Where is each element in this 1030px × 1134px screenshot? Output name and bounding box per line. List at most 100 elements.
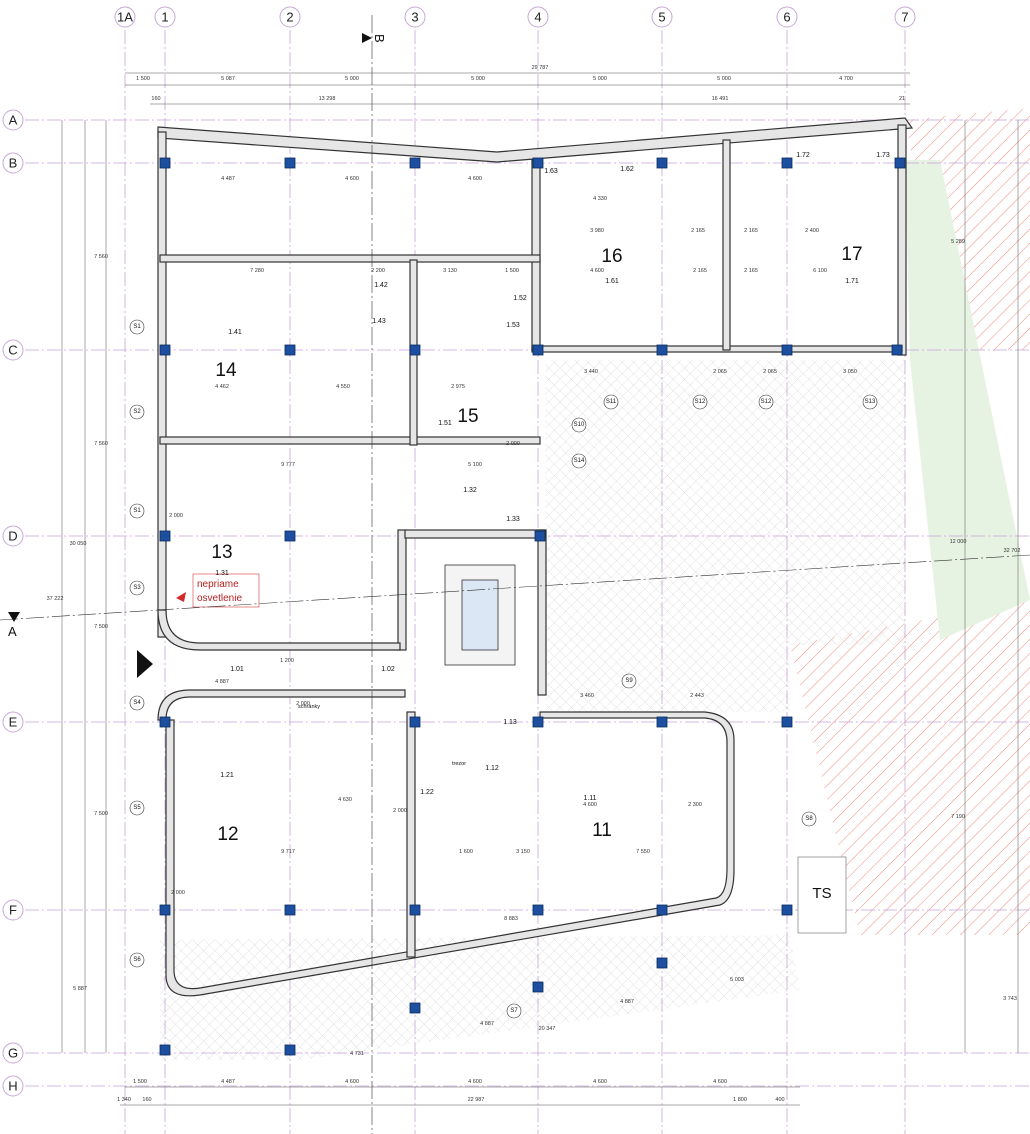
tag-circle — [758, 394, 774, 410]
dimension-text: 9 717 — [281, 849, 295, 855]
dimension-text: 1 500 — [133, 1079, 147, 1085]
room-code-1.43: 1.43 — [372, 318, 386, 325]
wall-core-top — [404, 529, 546, 539]
column-7 — [159, 344, 171, 356]
dimension-text: 2 165 — [744, 228, 758, 234]
column-29 — [532, 981, 544, 993]
grid-label-E: E — [9, 715, 18, 730]
grid-label-1A: 1A — [117, 10, 133, 25]
room-code-1.31: 1.31 — [215, 570, 229, 577]
dimension-text: 160 — [142, 1097, 151, 1103]
wall-row-14 — [159, 254, 541, 263]
grid-label-C: C — [8, 343, 17, 358]
tag-circle — [129, 952, 145, 968]
tag-circle — [129, 404, 145, 420]
grid-label-B: B — [9, 156, 18, 171]
dimension-text: 22 987 — [468, 1097, 485, 1103]
dimension-text: 1 500 — [136, 76, 150, 82]
note-line-2: osvetlenie — [197, 593, 242, 604]
dimension-text: 5 100 — [468, 462, 482, 468]
tag-label-S12: S12 — [695, 399, 706, 405]
column-22 — [159, 904, 171, 916]
dimension-text: 7 560 — [94, 254, 108, 260]
column-30 — [656, 957, 668, 969]
room-code-1.53: 1.53 — [506, 322, 520, 329]
tag-circle — [129, 503, 145, 519]
dimension-text: 2 300 — [688, 802, 702, 808]
room-code-1.52: 1.52 — [513, 295, 527, 302]
dimension-text: 20 347 — [539, 1026, 556, 1032]
column-26 — [656, 904, 668, 916]
grid-label-H: H — [8, 1079, 17, 1094]
stair-well — [461, 579, 499, 651]
dimension-text: 5 000 — [717, 76, 731, 82]
grid-label-G: G — [8, 1046, 18, 1061]
tag-circle — [129, 695, 145, 711]
tag-circle — [571, 453, 587, 469]
grid-bubble-E — [2, 711, 24, 733]
column-4 — [656, 157, 668, 169]
section-b-label: B — [372, 34, 387, 43]
dimension-text: 4 487 — [221, 1079, 235, 1085]
neighbour-hatch-bottom — [790, 600, 1030, 935]
dimension-text: 5 000 — [471, 76, 485, 82]
tag-label-S9: S9 — [625, 678, 633, 684]
room-code-1.71: 1.71 — [845, 278, 859, 285]
column-16 — [159, 530, 171, 542]
dimension-text: 7 560 — [94, 441, 108, 447]
column-19 — [656, 716, 668, 728]
grid-label-2: 2 — [286, 10, 293, 25]
dimension-text: 4 887 — [480, 1021, 494, 1027]
grid-bubble-7 — [894, 6, 916, 28]
tag-label-S14: S14 — [574, 458, 585, 464]
dimension-text: 1 600 — [459, 849, 473, 855]
room-code-1.33: 1.33 — [506, 516, 520, 523]
dimension-text: 16 491 — [712, 96, 729, 102]
green-area — [905, 160, 1030, 640]
grid-label-7: 7 — [901, 10, 908, 25]
dimension-text: 2 000 — [171, 890, 185, 896]
column-1 — [284, 157, 296, 169]
column-18 — [532, 716, 544, 728]
grid-bubble-A — [2, 109, 24, 131]
column-15 — [534, 530, 546, 542]
grid-bubble-2 — [279, 6, 301, 28]
tag-label-S4: S4 — [133, 700, 141, 706]
room-number-15: 15 — [457, 406, 478, 427]
grid-bubble-6 — [776, 6, 798, 28]
room-code-1.02: 1.02 — [381, 666, 395, 673]
dimension-text: 2 065 — [763, 369, 777, 375]
dimension-text: 4 600 — [583, 802, 597, 808]
grid-bubble-1A — [114, 6, 136, 28]
column-31 — [159, 1044, 171, 1056]
column-2 — [409, 157, 421, 169]
column-23 — [284, 904, 296, 916]
column-0 — [159, 157, 171, 169]
room-code-1.32: 1.32 — [463, 487, 477, 494]
tag-circle — [621, 673, 637, 689]
terrace-hatch — [160, 935, 800, 1060]
column-21 — [159, 716, 171, 728]
grid-bubble-4 — [527, 6, 549, 28]
tag-label-S7: S7 — [510, 1008, 518, 1014]
tag-label-S12: S12 — [761, 399, 772, 405]
dimension-text: 5 087 — [221, 76, 235, 82]
vault-label: trezor — [452, 761, 466, 767]
grid-label-6: 6 — [783, 10, 790, 25]
dimension-text: 4 887 — [620, 999, 634, 1005]
room-code-1.61: 1.61 — [605, 278, 619, 285]
column-5 — [781, 157, 793, 169]
ts-box — [797, 856, 847, 934]
dimension-text: 4 630 — [338, 797, 352, 803]
room-number-11: 11 — [592, 820, 612, 841]
dimension-text: 12 000 — [950, 539, 967, 545]
room-code-1.62: 1.62 — [620, 166, 634, 173]
grid-bubble-B — [2, 152, 24, 174]
tag-circle — [129, 580, 145, 596]
tag-label-S2: S2 — [133, 409, 141, 415]
tag-label-S3: S3 — [133, 585, 141, 591]
